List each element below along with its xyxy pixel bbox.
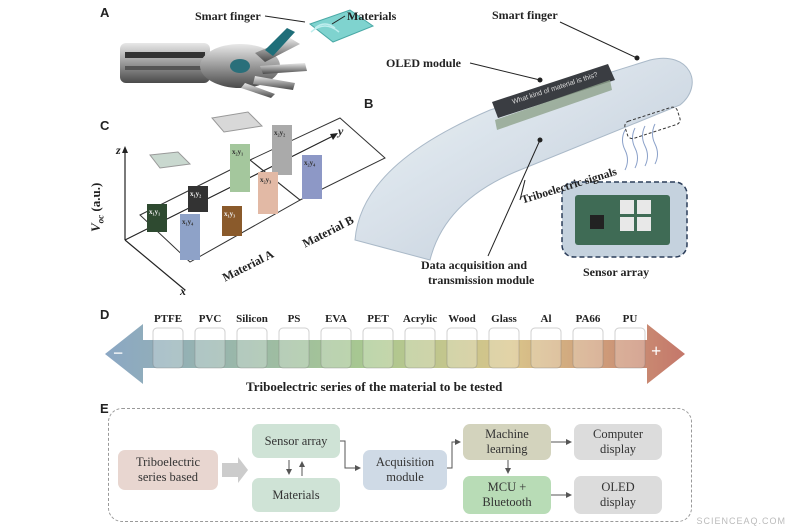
acq-line2: module (386, 470, 424, 484)
materials-box: Materials (252, 478, 340, 512)
triboelectric-series-caption: Triboelectric series of the material to … (246, 379, 503, 394)
sensor-array-box-label: Sensor array (264, 433, 328, 448)
x-axis-label: x (180, 284, 186, 298)
material-al: Al (540, 313, 552, 325)
z-axis-label: z (116, 143, 121, 157)
panel-letter-b: B (364, 96, 374, 111)
comp-line1: Computer (593, 427, 643, 441)
material-ptfe: PTFE (153, 313, 183, 325)
mcu-bluetooth-box: MCU +Bluetooth (463, 476, 551, 514)
panel-letter-c: C (100, 118, 110, 133)
panel-c-bar-label-5: x₂y₁ (232, 148, 244, 156)
mcu-line2: Bluetooth (482, 495, 532, 509)
panel-c-bar-label-3: x₁y₃ (224, 210, 236, 218)
voc-3d-bar-chart (122, 111, 386, 291)
material-silicon: Silicon (236, 313, 268, 325)
material-wood: Wood (448, 313, 476, 325)
panel-a-smart-finger-label: Smart finger (195, 9, 261, 23)
sensor-array-box: Sensor array (252, 424, 340, 458)
panel-b-oled-module-label: OLED module (386, 56, 462, 70)
panel-a-materials-label: Materials (347, 9, 397, 23)
smart-finger-device-illustration: What kind of material is this? (354, 21, 693, 261)
ml-line1: Machine (485, 427, 529, 441)
watermark: SCIENCEAQ.COM (696, 516, 786, 526)
panel-letter-e: E (100, 401, 109, 416)
panel-c-bar-label-2: x₁y₂ (190, 190, 202, 198)
panel-c-bar-label-7: x₂y₃ (260, 176, 272, 184)
panel-c-bar-label-1: x₁y₁ (149, 208, 161, 216)
materials-box-label: Materials (272, 487, 320, 502)
comp-line2: display (599, 442, 637, 456)
daq-module-label-line2: transmission module (428, 273, 535, 287)
panel-c-bar-label-6: x₂y₂ (274, 129, 286, 137)
panel-a-leader-lines (264, 15, 346, 25)
robotic-hand-illustration (120, 9, 375, 98)
daq-module-label-line1: Data acquisition and (421, 258, 528, 272)
panel-b-smart-finger-label: Smart finger (492, 8, 558, 22)
arrow-minus-sign: − (113, 343, 124, 363)
tribo-line2: series based (137, 470, 199, 484)
oled-line1: OLED (601, 480, 635, 494)
arrow-plus-sign: + (651, 341, 662, 361)
material-ps: PS (287, 313, 301, 325)
panel-letter-d: D (100, 307, 110, 322)
oled-line2: display (599, 495, 637, 509)
workflow-dashed-frame (108, 408, 692, 522)
material-eva: EVA (325, 313, 347, 325)
mcu-line1: MCU + (487, 480, 527, 494)
y-axis-label: y (338, 124, 344, 138)
tribo-line1: Triboelectric (135, 455, 201, 469)
material-pu: PU (622, 313, 638, 325)
panel-c-bar-label-4: x₁y₄ (182, 218, 194, 226)
material-pet: PET (367, 313, 389, 325)
panel-c-bar-label-8: x₂y₄ (304, 159, 316, 167)
triboelectric-series-arrow (105, 324, 685, 384)
acq-line1: Acquisition (375, 455, 435, 469)
material-pa66: PA66 (575, 313, 601, 325)
panel-letter-a: A (100, 5, 110, 20)
material-glass: Glass (491, 313, 517, 325)
sensor-array-label: Sensor array (583, 265, 650, 279)
ml-line2: learning (486, 442, 528, 456)
material-pvc: PVC (198, 313, 222, 325)
material-acrylic: Acrylic (402, 313, 438, 325)
